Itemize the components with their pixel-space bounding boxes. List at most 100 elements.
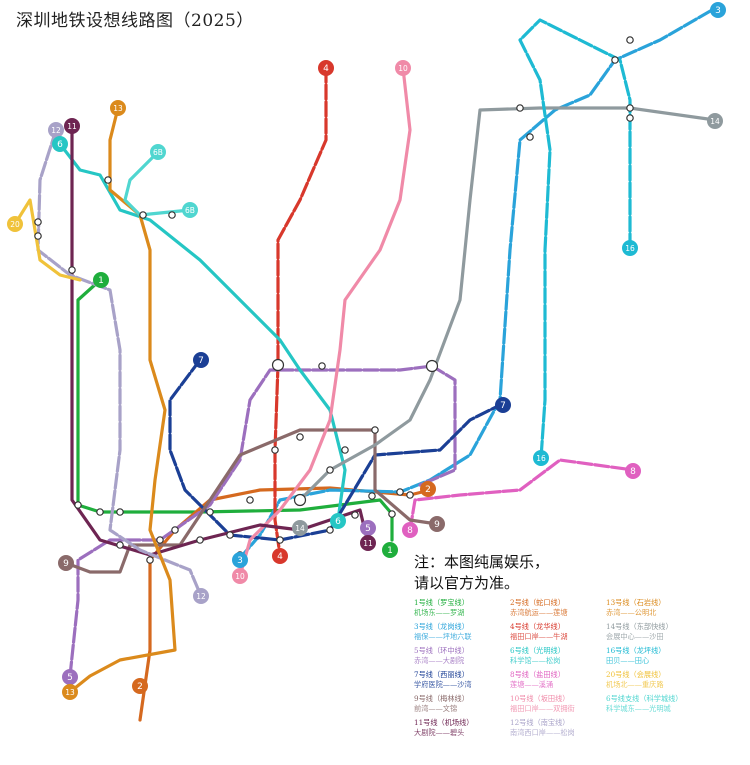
interchange-station[interactable] xyxy=(271,446,279,454)
line-badge-6b[interactable]: 6B xyxy=(182,202,198,218)
interchange-station[interactable] xyxy=(34,218,42,226)
interchange-station[interactable] xyxy=(293,493,307,507)
line-badge-2[interactable]: 2 xyxy=(420,481,436,497)
interchange-station[interactable] xyxy=(326,466,334,474)
legend-line-name: 1号线（罗宝线） xyxy=(414,598,469,607)
line-badge-14[interactable]: 14 xyxy=(707,113,723,129)
interchange-station[interactable] xyxy=(626,114,634,122)
interchange-station[interactable] xyxy=(206,508,214,516)
interchange-station[interactable] xyxy=(318,362,326,370)
interchange-station[interactable] xyxy=(146,556,154,564)
line-badge-disc xyxy=(48,122,64,138)
line-badge-20[interactable]: 20 xyxy=(7,216,23,232)
interchange-station[interactable] xyxy=(246,496,254,504)
interchange-station[interactable] xyxy=(425,359,439,373)
interchange-station[interactable] xyxy=(626,104,634,112)
interchange-station[interactable] xyxy=(296,433,304,441)
line-badge-13[interactable]: 13 xyxy=(62,684,78,700)
line-badge-6[interactable]: 6 xyxy=(330,513,346,529)
interchange-station[interactable] xyxy=(196,536,204,544)
line-badge-9[interactable]: 9 xyxy=(58,555,74,571)
metro-line-6b[interactable] xyxy=(123,150,192,217)
line-badge-3[interactable]: 3 xyxy=(710,2,726,18)
interchange-station[interactable] xyxy=(226,531,234,539)
interchange-station[interactable] xyxy=(171,526,179,534)
line-badge-1[interactable]: 1 xyxy=(93,272,109,288)
metro-line-5[interactable] xyxy=(68,364,457,678)
interchange-station[interactable] xyxy=(368,492,376,500)
interchange-station[interactable] xyxy=(516,104,524,112)
interchange-station[interactable] xyxy=(276,536,284,544)
metro-line-7[interactable] xyxy=(168,358,502,542)
interchange-station[interactable] xyxy=(96,508,104,516)
interchange-station[interactable] xyxy=(626,36,634,44)
line-badge-1[interactable]: 1 xyxy=(382,542,398,558)
interchange-station[interactable] xyxy=(74,501,82,509)
line-badge-16[interactable]: 16 xyxy=(533,450,549,466)
interchange-station[interactable] xyxy=(371,426,379,434)
metro-line-13[interactable] xyxy=(68,106,177,694)
line-badge-8[interactable]: 8 xyxy=(402,522,418,538)
line-badge-5[interactable]: 5 xyxy=(360,520,376,536)
legend-line-name: 20号线（会展线） xyxy=(606,670,666,679)
interchange-station[interactable] xyxy=(104,176,112,184)
line-badge-10[interactable]: 10 xyxy=(232,568,248,584)
line-badge-8[interactable]: 8 xyxy=(625,463,641,479)
interchange-station[interactable] xyxy=(611,56,619,64)
line-badge-12[interactable]: 12 xyxy=(193,588,209,604)
legend-item-line-3: 3号线（龙岗线）福保——坪地六联 xyxy=(414,622,502,642)
line-badge-11[interactable]: 11 xyxy=(360,535,376,551)
line-badge-16[interactable]: 16 xyxy=(622,240,638,256)
line-badge-label: 7 xyxy=(500,401,506,411)
line-badge-7[interactable]: 7 xyxy=(495,397,511,413)
interchange-station[interactable] xyxy=(388,510,396,518)
interchange-station[interactable] xyxy=(526,133,534,141)
metro-line-9[interactable] xyxy=(64,428,439,574)
interchange-station[interactable] xyxy=(271,358,285,372)
interchange-station[interactable] xyxy=(139,211,147,219)
metro-line-10[interactable] xyxy=(238,66,412,578)
line-badge-12[interactable]: 12 xyxy=(48,122,64,138)
interchange-station[interactable] xyxy=(68,266,76,274)
line-badge-7[interactable]: 7 xyxy=(193,352,209,368)
interchange-station[interactable] xyxy=(351,511,359,519)
interchange-station[interactable] xyxy=(34,232,42,240)
line-badge-6b[interactable]: 6B xyxy=(150,144,166,160)
legend-item-line-4: 4号线（龙华线）福田口岸——牛湖 xyxy=(510,622,598,642)
legend-item-line-5: 5号线（环中线）赤湾——大剧院 xyxy=(414,646,502,666)
interchange-station[interactable] xyxy=(406,491,414,499)
interchange-station[interactable] xyxy=(326,526,334,534)
line-badge-4[interactable]: 4 xyxy=(272,548,288,564)
interchange-station[interactable] xyxy=(116,508,124,516)
line-badge-14[interactable]: 14 xyxy=(292,520,308,536)
legend-line-route: 会展中心——沙田 xyxy=(606,632,664,641)
metro-line-8[interactable] xyxy=(408,458,635,532)
interchange-station[interactable] xyxy=(341,446,349,454)
interchange-station[interactable] xyxy=(168,211,176,219)
legend-line-name: 6号线支线（科学城线） xyxy=(606,694,683,703)
metro-line-1[interactable] xyxy=(76,280,394,542)
metro-line-16[interactable] xyxy=(518,18,632,460)
metro-line-6[interactable] xyxy=(58,142,347,522)
interchange-station[interactable] xyxy=(396,488,404,496)
interchange-station[interactable] xyxy=(116,541,124,549)
line-badge-2[interactable]: 2 xyxy=(132,678,148,694)
metro-line-3[interactable] xyxy=(238,8,714,560)
line-badge-5[interactable]: 5 xyxy=(62,669,78,685)
metro-line-14[interactable] xyxy=(298,106,717,502)
metro-line-12[interactable] xyxy=(36,128,203,598)
line-badge-9[interactable]: 9 xyxy=(429,516,445,532)
line-badge-4[interactable]: 4 xyxy=(318,60,334,76)
legend-line-route: 科学馆——松岗 xyxy=(510,656,561,665)
line-badge-3[interactable]: 3 xyxy=(232,552,248,568)
line-badge-13[interactable]: 13 xyxy=(110,100,126,116)
line-badge-11[interactable]: 11 xyxy=(64,118,80,134)
metro-line-4[interactable] xyxy=(273,66,328,557)
interchange-station[interactable] xyxy=(156,536,164,544)
line-badge-10[interactable]: 10 xyxy=(395,60,411,76)
line-badge-6[interactable]: 6 xyxy=(52,136,68,152)
legend-line-route: 机场北——重庆路 xyxy=(606,680,664,689)
metro-line-20[interactable] xyxy=(13,198,82,282)
